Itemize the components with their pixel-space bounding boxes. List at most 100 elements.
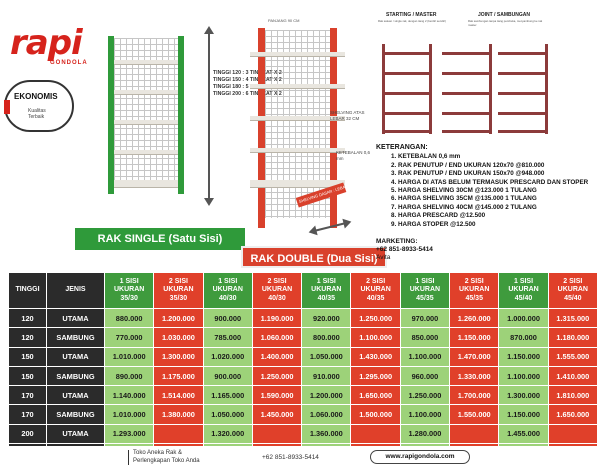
cell-price: 1.010.000: [103, 346, 155, 367]
cell-price: [350, 423, 401, 445]
cell-height: 200: [8, 423, 47, 445]
rack-post: [258, 28, 265, 228]
cell-price: 1.140.000: [103, 385, 155, 406]
cell-type: UTAMA: [46, 423, 105, 445]
joint-title: JOINT / SAMBUNGAN: [478, 12, 530, 18]
brand-tagline: GONDOLA: [50, 60, 88, 66]
cell-price: 1.280.000: [399, 423, 451, 445]
rack-post: [108, 36, 114, 194]
rack-base-shelf: [250, 180, 345, 188]
cell-price: 1.555.000: [547, 346, 599, 367]
height-item: TINGGI 150 : 4 TINGKAT X 2: [213, 77, 282, 83]
cell-price: 870.000: [498, 327, 549, 348]
note-item: HARGA PRESCARD @12.500: [398, 212, 602, 220]
rack-post: [178, 36, 184, 194]
rack-base-shelf: [114, 180, 178, 188]
marketing-contact: MARKETING: +62 851-8933-5414 Avita: [376, 238, 433, 262]
cell-price: 1.150.000: [498, 404, 549, 425]
height-item: TINGGI 180 : 5 TINGKAT X 2: [213, 84, 282, 90]
rack-shelf: [250, 148, 345, 153]
height-arrow-icon: [204, 26, 214, 206]
cell-price: 1.200.000: [301, 385, 352, 406]
cell-price: 1.100.000: [498, 365, 549, 387]
cell-price: 1.550.000: [449, 404, 500, 425]
joint-rack-diagram: [498, 44, 548, 134]
cell-price: 1.315.000: [547, 307, 599, 329]
cell-price: 1.295.000: [350, 365, 401, 387]
cell-height: 150: [8, 365, 47, 387]
cell-price: [251, 423, 303, 445]
cell-price: 960.000: [399, 365, 451, 387]
badge-line-2: Terbaik: [28, 114, 45, 120]
cell-price: 1.300.000: [498, 385, 549, 406]
cell-price: 1.180.000: [547, 327, 599, 348]
cell-type: SAMBUNG: [46, 404, 105, 425]
footer: Toko Aneka Rak & Perlengkapan Toko Anda …: [0, 446, 606, 472]
cell-price: 1.330.000: [449, 365, 500, 387]
cell-price: 1.200.000: [153, 307, 204, 329]
cell-price: 1.430.000: [350, 346, 401, 367]
cell-price: 1.700.000: [449, 385, 500, 406]
cell-type: SAMBUNG: [46, 327, 105, 348]
badge-accent: [4, 100, 10, 114]
cell-price: 1.250.000: [251, 365, 303, 387]
website-link[interactable]: www.rapigondola.com: [370, 450, 470, 464]
rack-shelf: [250, 84, 345, 89]
badge-line-1: Kualitas: [28, 108, 46, 114]
cell-price: 1.050.000: [301, 346, 352, 367]
double-rack-label: RAK DOUBLE (Dua Sisi): [241, 246, 387, 268]
notes-heading: KETERANGAN:: [376, 144, 428, 151]
cell-price: 1.320.000: [202, 423, 253, 445]
cell-price: 1.100.000: [399, 346, 451, 367]
starting-note: Rak satuan / single rak, dengan tiang 2 …: [378, 19, 446, 23]
note-item: KETEBALAN 0,6 mm: [398, 153, 602, 161]
rack-shelf: [114, 90, 178, 95]
starting-rack-diagram: [382, 44, 432, 134]
note-item: HARGA SHELVING 35CM @135.000 1 TULANG: [398, 195, 602, 203]
header-jenis: JENIS: [46, 272, 105, 309]
cell-height: 120: [8, 307, 47, 329]
cell-price: 1.100.000: [399, 404, 451, 425]
cell-price: 900.000: [202, 307, 253, 329]
rack-shelf: [114, 60, 178, 65]
starting-title: STARTING / MASTER: [386, 12, 437, 18]
cell-price: 1.175.000: [153, 365, 204, 387]
cell-price: 785.000: [202, 327, 253, 348]
rack-shelf: [250, 52, 345, 57]
cell-type: UTAMA: [46, 346, 105, 367]
cell-price: 1.030.000: [153, 327, 204, 348]
cell-price: 1.810.000: [547, 385, 599, 406]
notes-list: KETEBALAN 0,6 mm RAK PENUTUP / END UKURA…: [376, 153, 602, 229]
cell-height: 120: [8, 327, 47, 348]
shop-tagline: Toko Aneka Rak & Perlengkapan Toko Anda: [128, 450, 200, 465]
marketing-phone[interactable]: +62 851-8933-5414: [376, 246, 433, 253]
rack-shelf: [250, 116, 345, 121]
cell-price: 1.050.000: [202, 404, 253, 425]
shop-tagline-line: Perlengkapan Toko Anda: [133, 457, 200, 464]
cell-price: 1.400.000: [251, 346, 303, 367]
cell-price: 1.470.000: [449, 346, 500, 367]
footer-phone[interactable]: +62 851-8933-5414: [262, 454, 319, 461]
cell-price: 1.165.000: [202, 385, 253, 406]
dimension-thickness: KETEBALAN 0,6 mm: [336, 150, 371, 161]
note-item: RAK PENUTUP / END UKURAN 150x70 @948.000: [398, 170, 602, 178]
cell-price: 1.150.000: [449, 327, 500, 348]
cell-height: 150: [8, 346, 47, 367]
cell-price: 1.060.000: [251, 327, 303, 348]
single-rack-label: RAK SINGLE (Satu Sisi): [75, 228, 245, 250]
note-item: HARGA DI ATAS BELUM TERMASUK PRESCARD DA…: [398, 179, 602, 187]
cell-price: 1.450.000: [251, 404, 303, 425]
